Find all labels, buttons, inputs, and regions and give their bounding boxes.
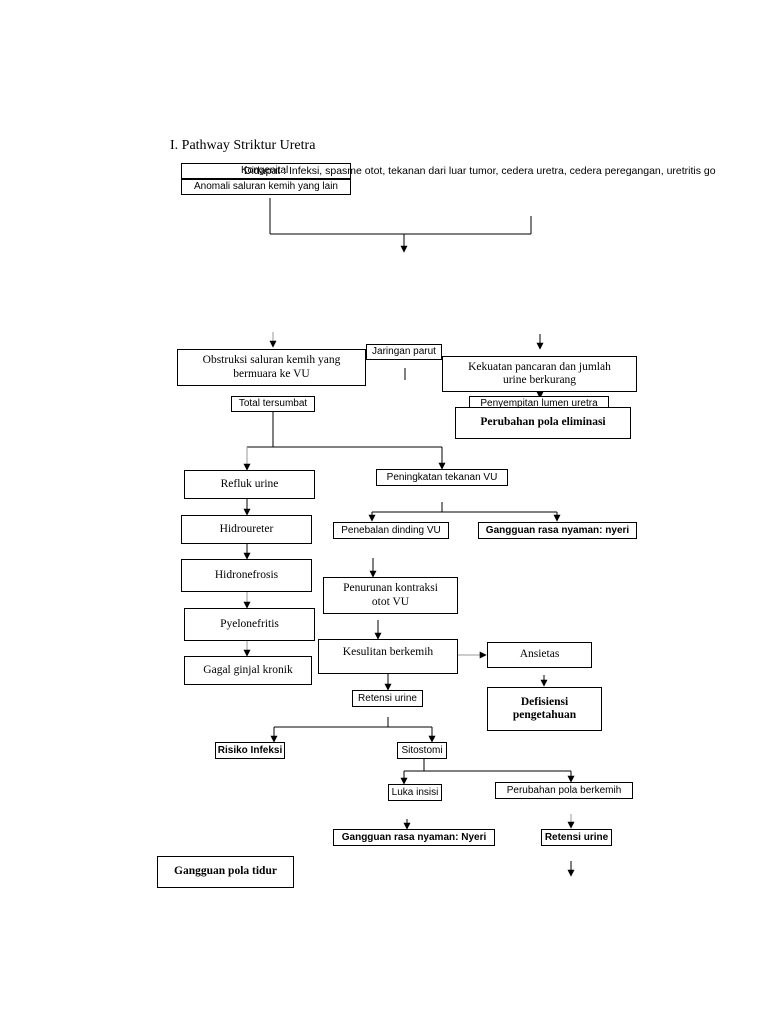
node-obstruksi: Obstruksi saluran kemih yang bermuara ke… [177,349,366,386]
node-sitostomi: Sitostomi [397,742,447,759]
node-kekuatan: Kekuatan pancaran dan jumlah urine berku… [442,356,637,392]
node-gangguan-nyeri-1: Gangguan rasa nyaman: nyeri [478,522,637,539]
node-gagal-ginjal: Gagal ginjal kronik [184,656,312,685]
node-penebalan: Penebalan dinding VU [333,522,449,539]
node-risiko-infeksi: Risiko Infeksi [215,742,285,759]
node-perubahan-eliminasi: Perubahan pola eliminasi [455,407,631,439]
node-hidronefrosis: Hidronefrosis [181,559,312,592]
node-perubahan-berkemih: Perubahan pola berkemih [495,782,633,799]
cause-anomali: Anomali saluran kemih yang lain [181,179,351,195]
node-kesulitan: Kesulitan berkemih [318,639,458,674]
node-total-tersumbat: Total tersumbat [231,396,315,412]
node-refluk: Refluk urine [184,470,315,499]
node-retensi-urine-1: Retensi urine [352,690,423,707]
cause-didapat: Didapat : Infeksi, spasme otot, tekanan … [244,165,716,177]
node-retensi-urine-2: Retensi urine [541,829,612,846]
node-luka-insisi: Luka insisi [388,784,442,801]
node-hidroureter: Hidroureter [181,515,312,544]
cause-kongenital: Kongenital [241,165,289,177]
node-gangguan-tidur: Gangguan pola tidur [157,856,294,888]
node-pyelonefritis: Pyelonefritis [184,608,315,641]
node-gangguan-nyeri-2: Gangguan rasa nyaman: Nyeri [333,829,495,846]
node-penurunan: Penurunan kontraksi otot VU [323,577,458,614]
node-peningkatan: Peningkatan tekanan VU [376,469,508,486]
node-defisiensi: Defisiensi pengetahuan [487,687,602,731]
node-jaringan-parut: Jaringan parut [366,344,442,360]
page-title: I. Pathway Striktur Uretra [170,138,316,153]
cause-line-1-box: Kongenital [181,163,351,179]
node-ansietas: Ansietas [487,642,592,668]
